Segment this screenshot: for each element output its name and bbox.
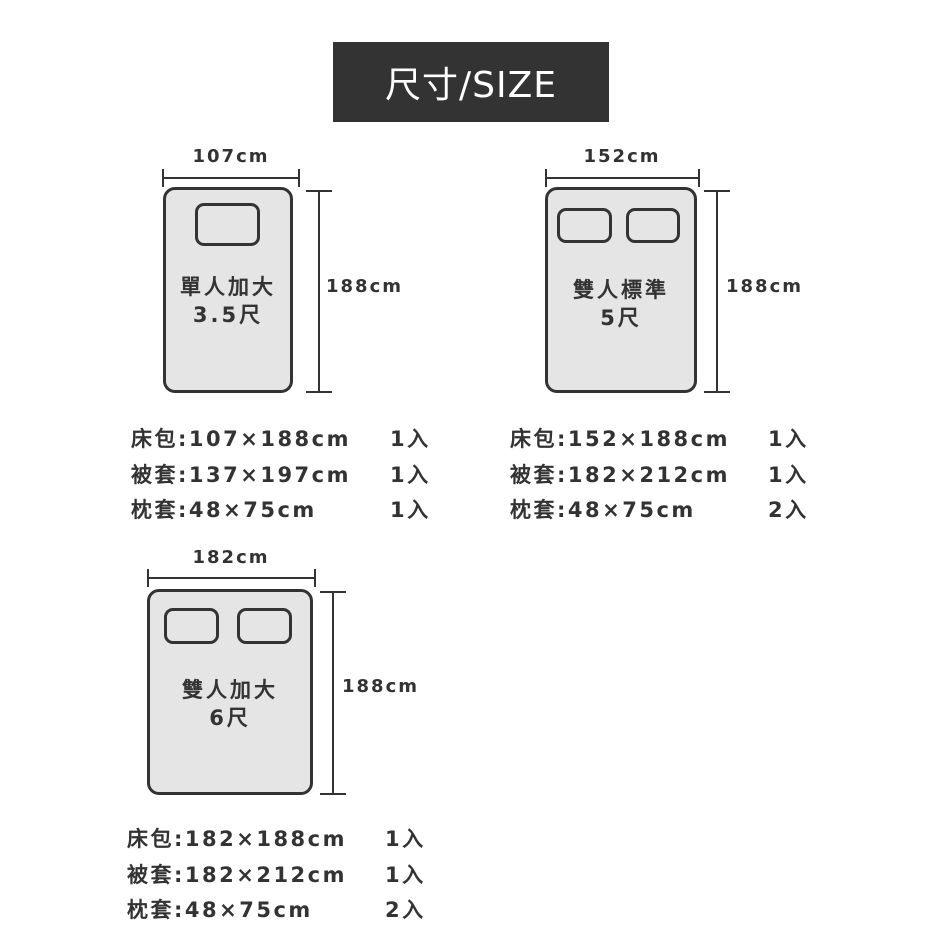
length-dimension-line [332,591,334,793]
width-dimension-tick [698,169,700,187]
spec-item: 床包:152×188cm [510,427,730,451]
length-dimension-tick [704,391,730,393]
pillow-icon [557,208,612,243]
width-dimension-line [545,177,700,179]
spec-item: 枕套:48×75cm [131,498,317,522]
spec-item: 枕套:48×75cm [127,898,313,922]
spec-quantity: 1入 [768,462,809,487]
pillow-icon [164,608,219,644]
bed-size: 6尺 [209,706,251,730]
spec-quantity: 2入 [768,498,809,522]
width-label: 182cm [192,547,270,568]
spec-quantity: 2入 [385,898,426,922]
width-dimension-line [147,577,316,579]
spec-item: 被套:182×212cm [127,862,347,887]
spec-quantity: 1入 [385,827,426,851]
length-dimension-tick [320,591,346,593]
spec-item: 枕套:48×75cm [510,498,696,522]
pillow-icon [237,608,292,644]
width-label: 152cm [583,146,661,167]
spec-quantity: 1入 [385,862,426,887]
spec-item: 被套:137×197cm [131,462,351,487]
length-label: 188cm [326,276,403,297]
spec-quantity: 1入 [390,427,431,451]
spec-quantity: 1入 [768,427,809,451]
width-dimension-line [162,177,300,179]
bed-name: 雙人標準 [573,278,669,302]
bed-name: 單人加大 [180,275,276,299]
length-dimension-tick [306,391,332,393]
width-label: 107cm [192,146,270,167]
length-dimension-line [318,190,320,391]
pillow-icon [195,203,260,246]
length-dimension-tick [320,793,346,795]
width-dimension-tick [147,569,149,587]
spec-quantity: 1入 [390,498,431,522]
bed-size: 3.5尺 [192,303,264,327]
length-dimension-tick [704,190,730,192]
width-dimension-tick [314,569,316,587]
spec-item: 被套:182×212cm [510,462,730,487]
bed-size: 5尺 [600,306,642,330]
length-dimension-tick [306,190,332,192]
spec-quantity: 1入 [390,462,431,487]
length-label: 188cm [726,276,803,297]
spec-item: 床包:107×188cm [131,427,351,451]
width-dimension-tick [545,169,547,187]
length-dimension-line [716,190,718,391]
width-dimension-tick [298,169,300,187]
length-label: 188cm [342,676,419,697]
width-dimension-tick [162,169,164,187]
spec-item: 床包:182×188cm [127,827,347,851]
pillow-icon [626,208,680,243]
size-title: 尺寸/SIZE [333,42,609,122]
bed-name: 雙人加大 [182,678,278,702]
